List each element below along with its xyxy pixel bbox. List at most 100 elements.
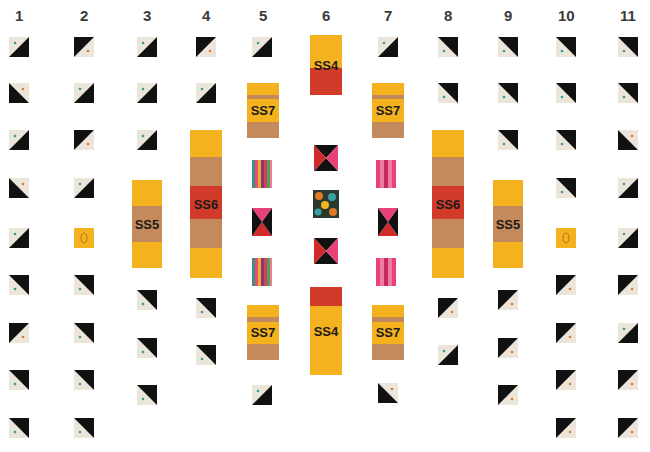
hst-square bbox=[438, 298, 458, 318]
block-label: SS6 bbox=[436, 198, 461, 211]
hst-square bbox=[556, 37, 576, 57]
gold-square bbox=[74, 228, 94, 248]
hst-square bbox=[618, 178, 638, 198]
fabric-strip: SS5 bbox=[132, 180, 162, 268]
fabric-strip: SS4 bbox=[310, 287, 342, 375]
hst-square bbox=[9, 228, 29, 248]
hst-square bbox=[137, 37, 157, 57]
stripe-square bbox=[252, 160, 272, 188]
hst-square bbox=[196, 37, 216, 57]
block-label: SS5 bbox=[135, 218, 160, 231]
column-number: 11 bbox=[620, 8, 636, 23]
flower-square bbox=[313, 190, 339, 218]
hst-square bbox=[498, 130, 518, 150]
hst-square bbox=[9, 178, 29, 198]
hourglass-square bbox=[314, 145, 338, 171]
column-number: 10 bbox=[558, 8, 575, 23]
hst-square bbox=[137, 385, 157, 405]
hst-square bbox=[9, 370, 29, 390]
column-number: 5 bbox=[259, 8, 267, 23]
hst-square bbox=[74, 418, 94, 438]
hst-square bbox=[438, 83, 458, 103]
hst-square bbox=[498, 37, 518, 57]
hst-square bbox=[137, 338, 157, 358]
column-number: 6 bbox=[322, 8, 330, 23]
column-number: 8 bbox=[444, 8, 452, 23]
hst-square bbox=[618, 275, 638, 295]
hst-square bbox=[618, 370, 638, 390]
hst-square bbox=[74, 178, 94, 198]
hst-square bbox=[74, 370, 94, 390]
hourglass-square bbox=[378, 208, 398, 236]
hst-square bbox=[9, 418, 29, 438]
hst-square bbox=[9, 37, 29, 57]
column-number: 4 bbox=[202, 8, 210, 23]
fabric-strip: SS6 bbox=[190, 130, 222, 278]
block-label: SS7 bbox=[251, 104, 276, 117]
hst-square bbox=[618, 130, 638, 150]
fabric-strip: SS5 bbox=[493, 180, 523, 268]
block-label: SS7 bbox=[251, 326, 276, 339]
stripe-square bbox=[376, 258, 396, 286]
hst-square bbox=[9, 275, 29, 295]
hst-square bbox=[556, 275, 576, 295]
block-label: SS4 bbox=[314, 325, 339, 338]
hst-square bbox=[196, 345, 216, 365]
hst-square bbox=[556, 130, 576, 150]
hst-square bbox=[74, 323, 94, 343]
hst-square bbox=[137, 290, 157, 310]
fabric-strip: SS7 bbox=[372, 305, 404, 360]
hst-square bbox=[618, 37, 638, 57]
column-number: 7 bbox=[384, 8, 392, 23]
hst-square bbox=[252, 385, 272, 405]
hst-square bbox=[556, 83, 576, 103]
hst-square bbox=[74, 275, 94, 295]
hst-square bbox=[9, 323, 29, 343]
hst-square bbox=[74, 130, 94, 150]
hst-square bbox=[498, 83, 518, 103]
block-label: SS7 bbox=[376, 326, 401, 339]
block-label: SS4 bbox=[314, 59, 339, 72]
hst-square bbox=[74, 37, 94, 57]
stripe-square bbox=[252, 258, 272, 286]
hst-square bbox=[137, 130, 157, 150]
hst-square bbox=[438, 37, 458, 57]
column-number: 1 bbox=[15, 8, 23, 23]
fabric-strip: SS7 bbox=[247, 305, 279, 360]
hst-square bbox=[556, 178, 576, 198]
fabric-strip: SS7 bbox=[247, 83, 279, 138]
hst-square bbox=[498, 338, 518, 358]
column-number: 9 bbox=[504, 8, 512, 23]
fabric-strip: SS6 bbox=[432, 130, 464, 278]
hst-square bbox=[9, 130, 29, 150]
hst-square bbox=[9, 83, 29, 103]
hst-square bbox=[618, 323, 638, 343]
hst-square bbox=[556, 418, 576, 438]
column-number: 2 bbox=[80, 8, 88, 23]
hst-square bbox=[618, 228, 638, 248]
hourglass-square bbox=[252, 208, 272, 236]
block-label: SS5 bbox=[496, 218, 521, 231]
hst-square bbox=[196, 298, 216, 318]
hst-square bbox=[618, 418, 638, 438]
gold-square bbox=[556, 228, 576, 248]
hst-square bbox=[556, 323, 576, 343]
hst-square bbox=[252, 37, 272, 57]
fabric-strip: SS4 bbox=[310, 35, 342, 95]
hst-square bbox=[498, 385, 518, 405]
block-label: SS6 bbox=[194, 198, 219, 211]
hst-square bbox=[196, 83, 216, 103]
hst-square bbox=[378, 383, 398, 403]
stripe-square bbox=[376, 160, 396, 188]
hst-square bbox=[378, 37, 398, 57]
fabric-strip: SS7 bbox=[372, 83, 404, 138]
hst-square bbox=[618, 83, 638, 103]
hst-square bbox=[137, 83, 157, 103]
block-label: SS7 bbox=[376, 104, 401, 117]
column-number: 3 bbox=[143, 8, 151, 23]
hourglass-square bbox=[314, 238, 338, 264]
hst-square bbox=[498, 290, 518, 310]
hst-square bbox=[74, 83, 94, 103]
hst-square bbox=[438, 345, 458, 365]
